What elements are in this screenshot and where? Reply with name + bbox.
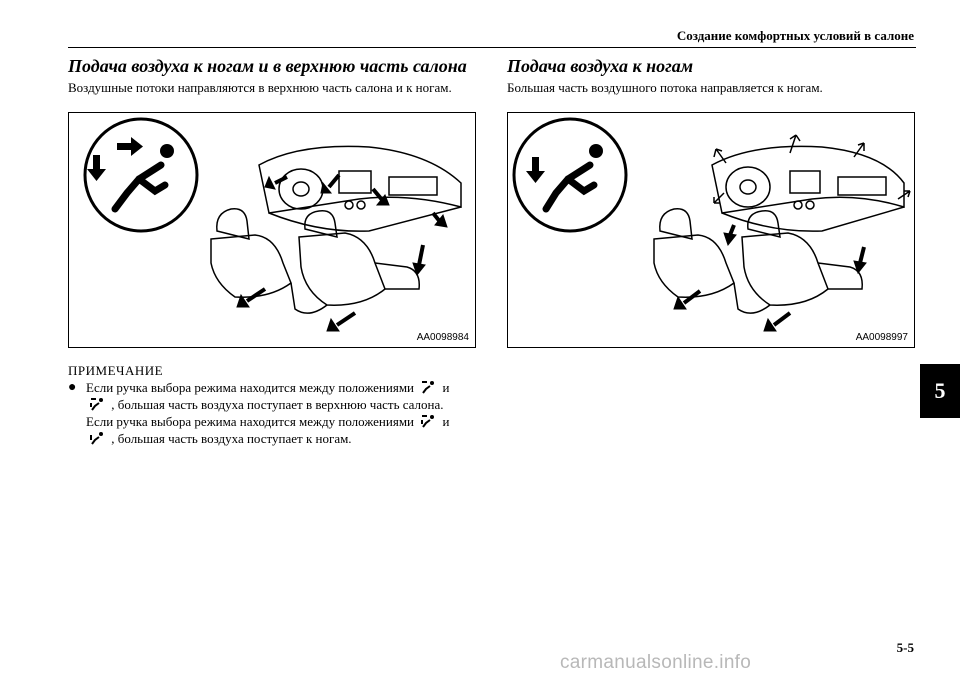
note-item: ● Если ручка выбора режима находится меж… <box>68 379 484 447</box>
note-block: ПРИМЕЧАНИЕ ● Если ручка выбора режима на… <box>68 362 484 447</box>
note-line3-and: и <box>442 414 450 429</box>
right-figure-code: AA0098997 <box>855 332 908 343</box>
foot-face-mode-icon <box>421 415 435 428</box>
foot-and-face-airflow-icon <box>83 117 199 233</box>
header-rule <box>68 47 916 48</box>
foot-airflow-icon <box>512 117 628 233</box>
left-figure: AA0098984 <box>68 112 476 348</box>
page-header-title: Создание комфортных условий в салоне <box>676 28 914 43</box>
left-section-text: Воздушные потоки направляются в верхнюю … <box>68 80 452 95</box>
face-and-foot-mode-icon <box>422 381 435 394</box>
left-figure-drawing <box>83 117 462 332</box>
airflow-arrows <box>236 173 448 332</box>
note-line1-text: Если ручка выбора режима находится между… <box>86 380 415 395</box>
right-figure-drawing <box>512 117 911 332</box>
right-figure: AA0098997 <box>507 112 915 348</box>
note-line2-text: , большая часть воздуха поступает в верх… <box>111 397 444 412</box>
faint-airflow-arrows <box>713 134 911 204</box>
dashboard-illustration <box>711 145 905 232</box>
note-line4-text: , большая часть воздуха поступает к нога… <box>111 431 352 446</box>
foot-mode-icon <box>90 432 103 445</box>
watermark: carmanualsonline.info <box>560 652 752 673</box>
right-section-title: Подача воздуха к ногам <box>507 56 694 76</box>
note-line3-text: Если ручка выбора режима находится между… <box>86 414 415 429</box>
page-number: 5-5 <box>896 640 914 655</box>
foot-face-mode-icon <box>90 398 103 411</box>
dashboard-illustration <box>258 145 462 232</box>
right-section: Подача воздуха к ногам Большая часть воз… <box>507 56 917 96</box>
bullet-icon: ● <box>68 380 77 395</box>
chapter-tab: 5 <box>920 364 960 418</box>
seats-illustration <box>210 208 420 314</box>
seats-illustration <box>653 208 863 314</box>
airflow-arrows <box>673 224 867 332</box>
left-figure-code: AA0098984 <box>416 332 469 343</box>
note-heading: ПРИМЕЧАНИЕ <box>68 363 164 378</box>
left-section: Подача воздуха к ногам и в верхнюю часть… <box>68 56 478 96</box>
left-section-title: Подача воздуха к ногам и в верхнюю часть… <box>68 56 467 76</box>
note-line1-and: и <box>442 380 450 395</box>
right-section-text: Большая часть воздушного потока направля… <box>507 80 823 95</box>
